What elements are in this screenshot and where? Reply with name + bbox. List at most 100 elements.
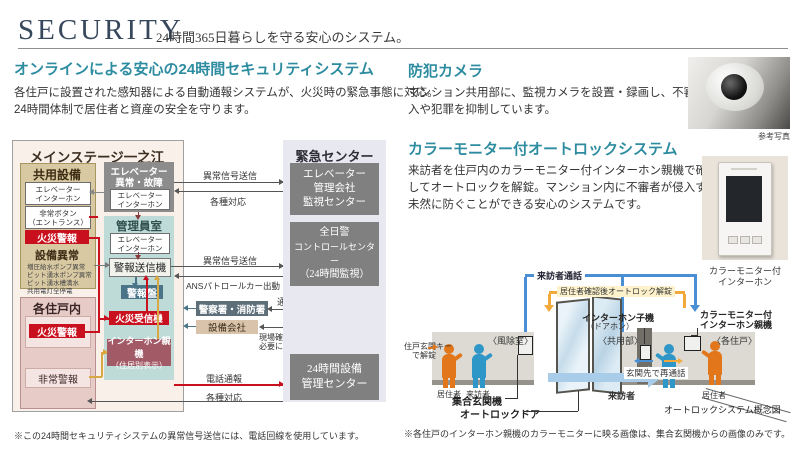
unit-title: 各住戸内	[32, 302, 81, 316]
flow-line	[174, 384, 283, 386]
equipment-error-item: ピット湧水槽満水	[27, 280, 79, 287]
flow-arrow	[279, 263, 284, 269]
key-unlock-line2: で解錠	[412, 351, 436, 360]
connector-line	[89, 216, 98, 218]
connector-line	[157, 278, 159, 339]
right-footnote: ※各住戸のインターホン親機のカラーモニターに映る画像は、集合玄関機からの画像のみ…	[404, 429, 791, 439]
signal-label-1: 異常信号送信	[203, 171, 258, 181]
emergency-button-l1: 非常ボタン	[39, 208, 77, 218]
autolock-body-line1: 来訪者を住戸内のカラーモニター付インターホン親機で確認	[408, 165, 719, 177]
flow-arrow	[279, 179, 284, 185]
elevator-fault-intercom-l2: インターホン	[117, 199, 163, 209]
intercom-button	[728, 236, 738, 244]
visitor-call-line	[524, 277, 527, 337]
unit-area-label: 〈各住戸〉	[712, 336, 758, 346]
connector-line	[101, 352, 103, 377]
elevator-fault-l2: 異常・故障	[115, 178, 163, 189]
key-unlock-line1: 住戸玄関キー	[404, 341, 452, 352]
equipment-error-item: ピット湧水ポンプ異常	[27, 272, 92, 279]
security-body-line2: 24時間体制で居住者と資産の安全を守ります。	[14, 104, 256, 116]
windbreak-label: 〈風除室〉	[488, 336, 534, 346]
control-center-box: 全日警 コントロールセンター （24時間監視）	[290, 222, 379, 286]
flow-line	[262, 327, 283, 328]
camera-heading: 防犯カメラ	[408, 63, 484, 80]
connector-arrow	[132, 283, 138, 288]
connector-line	[138, 252, 139, 256]
elevator-monitor-center-l1: エレベーター	[303, 169, 366, 180]
flow-line	[177, 191, 283, 192]
resident-person-icon	[701, 341, 726, 385]
autolock-body-line2: してオートロックを解錠。マンション内に不審者が侵入するのを	[408, 182, 742, 194]
emergency-button-box: 非常ボタン （エントランス）	[25, 206, 91, 229]
control-center-l2: コントロールセンター	[293, 242, 375, 266]
left-footnote: ※この24時間セキュリティシステムの異常信号送信には、電話回線を使用しています。	[14, 431, 365, 441]
visitor-call-line	[525, 274, 697, 277]
shared-facilities-title: 共用設備	[32, 168, 81, 182]
connector-line	[138, 212, 139, 216]
flow-arrow	[183, 323, 188, 329]
autolock-body-line3: 未然に防ぐことができる安心のシステムです。	[408, 199, 648, 211]
connector-arrow	[105, 262, 110, 268]
response-label-2: 各種対応	[206, 393, 243, 403]
key-unlock-line	[428, 347, 434, 349]
connector-line	[89, 376, 102, 378]
connector-arrow	[135, 215, 141, 220]
leader-line	[691, 335, 698, 336]
unlock-line	[548, 294, 551, 305]
intercom-parent-label-line2: インターホン親機	[700, 320, 773, 330]
connector-arrow	[154, 275, 160, 280]
visitor-person-icon	[468, 344, 493, 388]
connector-arrow	[89, 189, 94, 195]
manager-room-title: 管理員室	[116, 221, 162, 233]
intercom-parent-device	[684, 336, 701, 351]
flow-line	[186, 308, 196, 309]
phone-report-label: 電話通報	[206, 374, 243, 384]
intercom-parent-label-line1: カラーモニター付	[700, 310, 773, 320]
manager-elevator-intercom-l1: エレベーター	[117, 234, 163, 244]
visitor-call-line	[694, 277, 697, 305]
intercom-speaker	[731, 168, 757, 170]
intercom-parent-l2: （住居別表示）	[111, 361, 167, 370]
leader-line	[644, 328, 645, 344]
camera-photo-caption: 参考写真	[758, 132, 790, 141]
leader-line	[697, 328, 698, 336]
page-title: SECURITY	[18, 14, 184, 46]
equipment-error-title: 設備異常	[35, 250, 79, 262]
connector-line	[98, 237, 100, 333]
header-rule	[18, 48, 788, 49]
resident-person-icon	[438, 344, 463, 388]
police-fire-box: 警察署・消防署	[196, 301, 268, 316]
elevator-fault-l1: エレベーター	[110, 167, 168, 178]
connector-line	[93, 192, 104, 193]
equipment-error-item: 共用電灯全停電	[27, 288, 73, 295]
building-title: メインステージ一之江	[29, 150, 165, 165]
visitor-call-label: 来訪者通話	[534, 269, 586, 282]
retalk-arrow-orange	[678, 358, 683, 364]
leader-line	[578, 391, 579, 411]
unlock-arrow	[544, 305, 554, 312]
intercom-child-label-line1: インターホン子機	[582, 313, 655, 323]
flow-arrow	[87, 398, 92, 404]
entrance-panel-device	[518, 336, 533, 355]
retalk-line	[664, 360, 678, 362]
visitor-label: 来訪者	[466, 390, 490, 399]
facility-management-center-box: 24時間設備 管理センター	[290, 354, 379, 400]
intercom-child-label-line2: （ドアホン）	[586, 322, 634, 331]
intercom-screen	[726, 176, 762, 222]
flow-line	[171, 266, 283, 267]
shared-elevator-intercom: エレベーター インターホン	[25, 182, 91, 205]
connector-arrow	[135, 255, 141, 260]
flow-arrow	[259, 324, 264, 330]
intercom-caption-line2: インターホン	[717, 277, 772, 287]
unit-emergency-alarm-box: 非常警報	[25, 368, 91, 388]
elevator-monitor-center-l3: 監視センター	[303, 197, 366, 208]
flow-line	[90, 401, 283, 402]
manager-elevator-intercom-l2: インターホン	[117, 243, 163, 253]
retalk-label: 玄関先で再通話	[624, 367, 688, 379]
connector-arrow	[143, 275, 149, 280]
flow-arrow	[174, 273, 179, 279]
emergency-center-title: 緊急センター	[295, 149, 374, 164]
leader-line	[523, 411, 578, 412]
unit-fire-alarm-box: 火災警報	[29, 324, 85, 339]
